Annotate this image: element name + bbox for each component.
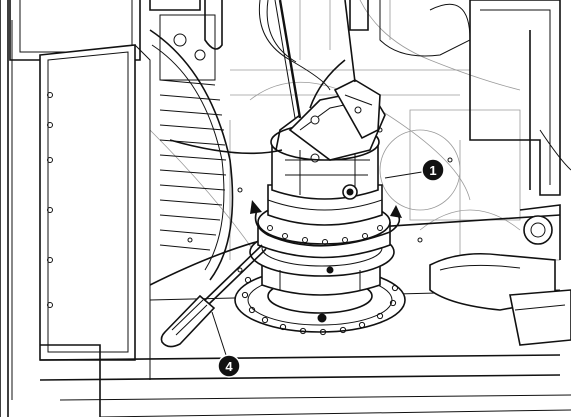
screwdriver [160, 244, 267, 348]
leader-lines [211, 171, 423, 356]
callout-1-label: 1 [429, 163, 436, 178]
callout-1: 1 [421, 158, 445, 182]
fan-grille [149, 29, 234, 281]
callout-4-label: 4 [225, 359, 233, 374]
hoses [169, 0, 356, 155]
rotation-arrow [250, 200, 402, 247]
valve-block [275, 79, 386, 161]
left-side-plate [0, 0, 151, 417]
right-panel [469, 0, 561, 196]
callout-4: 4 [217, 354, 241, 378]
right-lower-components [429, 129, 571, 346]
